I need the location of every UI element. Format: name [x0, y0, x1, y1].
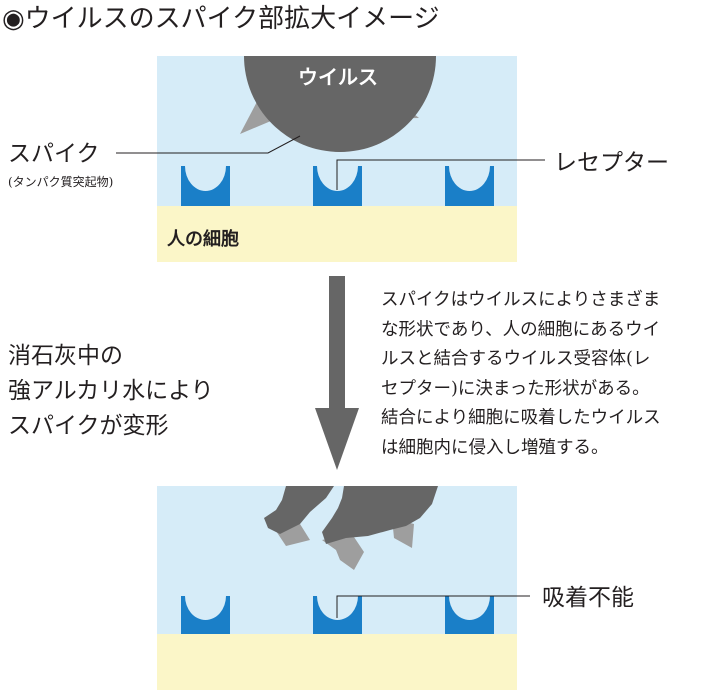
cause-line: 消石灰中の: [8, 343, 123, 369]
receptor: [181, 166, 230, 206]
arrow-head: [315, 408, 359, 470]
virus-fragment: [322, 486, 438, 544]
receptor: [181, 596, 230, 634]
page-title: ◉ウイルスのスパイク部拡大イメージ: [2, 4, 440, 34]
explain-line: は細胞内に侵入し増殖する。: [381, 437, 609, 458]
bottom-panel: [157, 486, 530, 690]
arrow-shaft: [329, 276, 345, 410]
receptor-label: レセプター: [554, 150, 669, 176]
fail-leader-line: [336, 595, 530, 618]
spike-label: スパイク: [8, 141, 100, 167]
cause-text: 消石灰中の 強アルカリ水により スパイクが変形: [8, 339, 248, 444]
receptor: [313, 166, 362, 206]
receptor: [445, 596, 494, 634]
receptor: [445, 166, 494, 206]
cause-line: スパイクが変形: [8, 413, 169, 439]
virus-label: ウイルス: [298, 66, 378, 89]
explain-line: スパイクはウイルスによりさまざま: [381, 290, 661, 310]
virus-body: [244, 56, 436, 152]
cell-label: 人の細胞: [167, 228, 239, 249]
explain-line: な形状であり、人の細胞にあるウイ: [381, 319, 661, 340]
cause-line: 強アルカリ水により: [8, 378, 214, 404]
transition-arrow: [315, 276, 359, 470]
explain-line: セプター)に決まった形状がある。: [381, 378, 650, 399]
top-panel: ウイルス 人の細胞: [116, 56, 545, 262]
explanation-text: スパイクはウイルスによりさまざま な形状であり、人の細胞にあるウイ ルスと結合す…: [381, 286, 707, 463]
spike-sub-label: (タンパク質突起物): [8, 175, 114, 189]
adsorption-failure-label: 吸着不能: [542, 585, 634, 611]
cell-membrane: [157, 634, 517, 690]
cell-membrane: [157, 206, 517, 262]
explain-line: 結合により細胞に吸着したウイルス: [381, 408, 661, 428]
spike-leader-line: [116, 135, 301, 154]
receptor-leader-line: [336, 159, 545, 190]
receptor: [313, 596, 362, 634]
side-spike: [240, 96, 278, 134]
virus-fragment: [264, 486, 334, 534]
deformed-spike: [322, 534, 364, 570]
explain-line: ルスと結合するウイルス受容体(レ: [381, 349, 651, 369]
